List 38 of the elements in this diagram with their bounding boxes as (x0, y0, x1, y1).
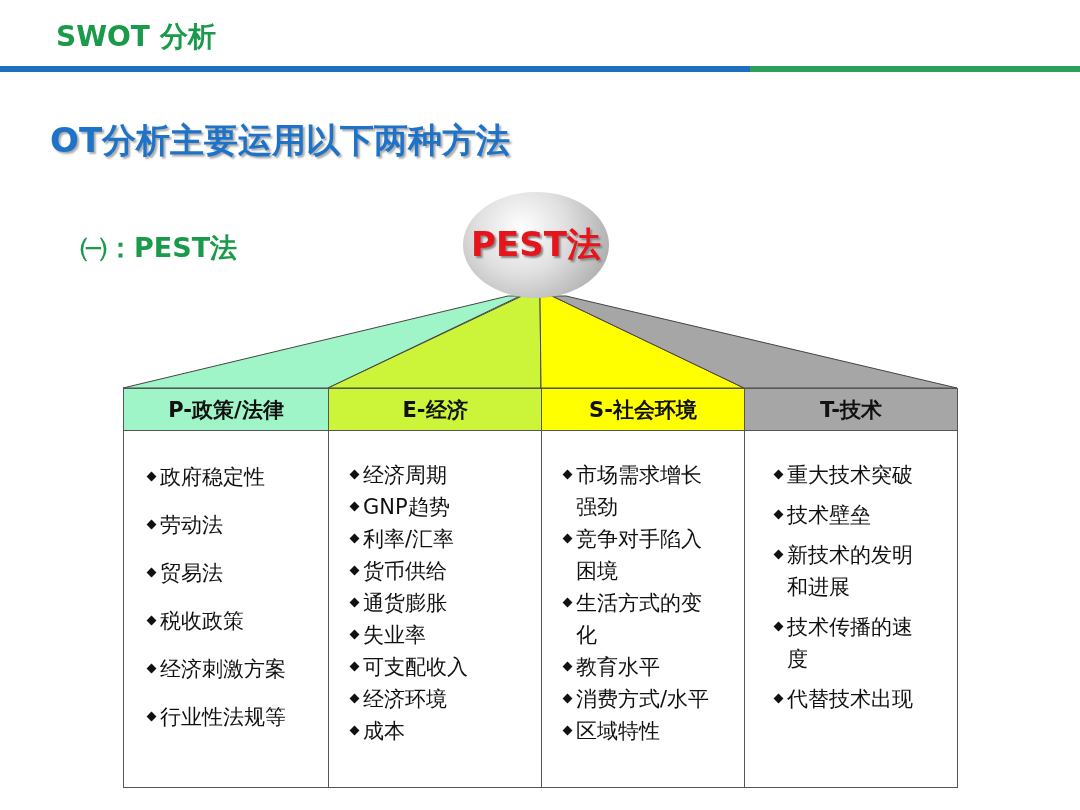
slide-title: SWOT 分析 (56, 19, 216, 55)
fan-connector (551, 295, 958, 389)
list-item: 技术壁垒 (787, 502, 872, 529)
list-item: 重大技术突破 (787, 462, 914, 489)
list-item: 区域特性 (576, 718, 661, 745)
list-item: 消费方式/水平 (576, 686, 711, 713)
header-cell: S-社会环境 (541, 388, 745, 431)
list-item: 货币供给 (363, 558, 448, 585)
list-item: 税收政策 (160, 608, 245, 635)
list-item: 生活方式的变化 (576, 590, 703, 649)
list-item: 成本 (363, 718, 406, 745)
header-cell: P-政策/法律 (123, 388, 329, 431)
list-item: 利率/汇率 (363, 526, 456, 553)
list-item: 市场需求增长强劲 (576, 462, 703, 521)
list-item: 失业率 (363, 622, 427, 649)
list-item: GNP趋势 (363, 494, 451, 521)
list-item: 经济周期 (363, 462, 448, 489)
list-item: 政府稳定性 (160, 464, 266, 491)
list-item: 技术传播的速度 (787, 614, 914, 673)
list-item: 通货膨胀 (363, 590, 448, 617)
list-item: 可支配收入 (363, 654, 469, 681)
fan-connector (327, 295, 542, 389)
list-item: 新技术的发明和进展 (787, 542, 914, 601)
list-item: 代替技术出现 (787, 686, 914, 713)
list-item: 竞争对手陷入困境 (576, 526, 703, 585)
column-box (123, 430, 329, 788)
list-item: 贸易法 (160, 560, 224, 587)
list-item: 经济刺激方案 (160, 656, 287, 683)
list-item: 行业性法规等 (160, 704, 287, 731)
list-item: 经济环境 (363, 686, 448, 713)
section-heading: ㈠：PEST法 (80, 231, 238, 265)
subtitle: OT分析主要运用以下两种方法 (50, 119, 511, 162)
header-cell: T-技术 (744, 388, 958, 431)
header-cell: E-经济 (328, 388, 542, 431)
column-box (744, 430, 958, 788)
list-item: 劳动法 (160, 512, 224, 539)
sphere: PEST法 (463, 192, 609, 298)
list-item: 教育水平 (576, 654, 661, 681)
